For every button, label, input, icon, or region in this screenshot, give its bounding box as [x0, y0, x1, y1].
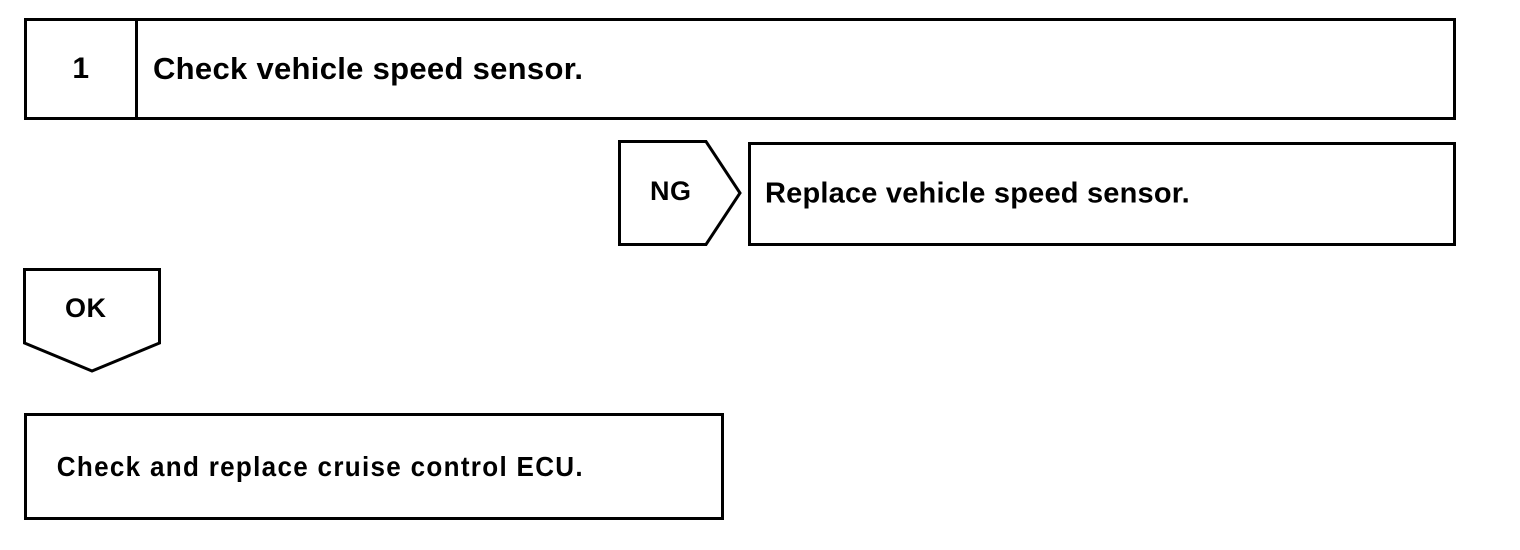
ng-arrow-shape: [618, 140, 742, 246]
ng-action-box: Replace vehicle speed sensor.: [748, 142, 1456, 246]
step-title-cell: Check vehicle speed sensor.: [153, 51, 584, 86]
ok-action-text: Check and replace cruise control ECU.: [56, 450, 584, 482]
ng-judgement-arrow: NG: [618, 140, 742, 246]
ng-label: NG: [650, 176, 692, 206]
ng-action-text: Replace vehicle speed sensor.: [765, 177, 1190, 210]
step-number-cell: 1: [27, 21, 138, 117]
ok-action-box: Check and replace cruise control ECU.: [24, 413, 724, 520]
ok-judgement-arrow: OK: [23, 268, 161, 373]
ok-label: OK: [65, 293, 107, 323]
ok-arrow-shape: [23, 268, 161, 373]
step-1-box: 1 Check vehicle speed sensor.: [24, 18, 1456, 120]
